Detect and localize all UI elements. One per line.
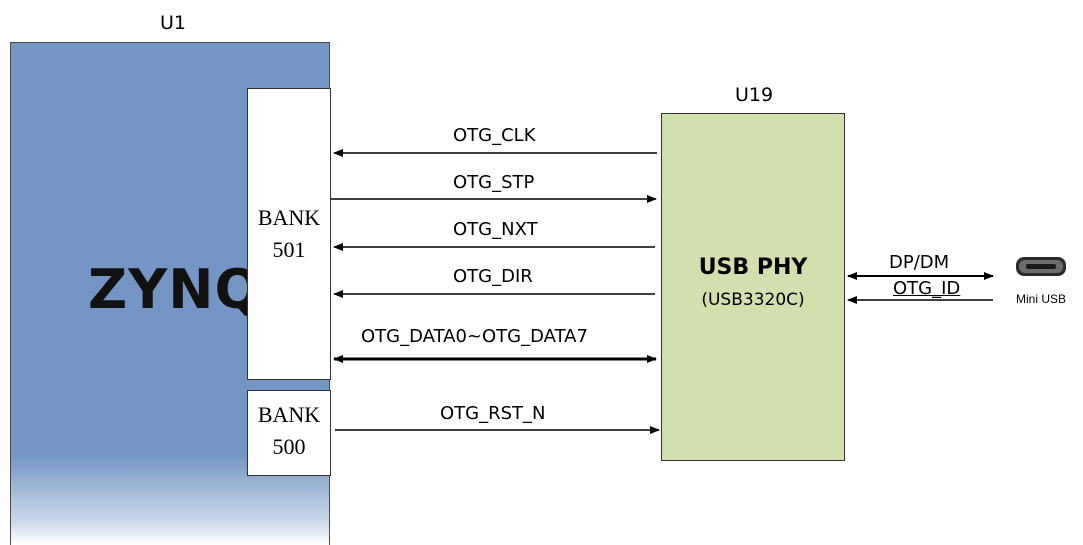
bank-501-block: BANK 501 — [247, 88, 331, 380]
mini-usb-label: Mini USB — [1016, 292, 1067, 306]
bank-500-label-line2: 500 — [272, 434, 306, 459]
bank-500-label-line1: BANK — [257, 402, 321, 427]
bank-501-label-line2: 501 — [272, 237, 306, 262]
usb-phy-block — [661, 113, 845, 461]
otg-clk-label: OTG_CLK — [453, 125, 536, 146]
dp-dm-label: DP/DM — [889, 252, 950, 273]
otg-rst-label: OTG_RST_N — [440, 403, 546, 424]
bank-500-block: BANK 500 — [247, 390, 331, 476]
u19-label: U19 — [735, 84, 774, 106]
otg-id-label: OTG_ID — [893, 278, 961, 299]
otg-dir-label: OTG_DIR — [453, 266, 533, 287]
otg-nxt-label: OTG_NXT — [453, 219, 538, 240]
mini-usb-connector-icon — [1016, 257, 1066, 276]
usb-phy-title: USB PHY — [698, 255, 808, 280]
usb-phy-part-number: (USB3320C) — [701, 290, 805, 310]
otg-stp-label: OTG_STP — [453, 172, 535, 193]
otg-data-bus-label: OTG_DATA0~OTG_DATA7 — [361, 326, 588, 347]
u1-label: U1 — [160, 12, 186, 34]
bank-501-label-line1: BANK — [257, 205, 321, 230]
zynq-label: ZYNQ — [88, 258, 262, 321]
